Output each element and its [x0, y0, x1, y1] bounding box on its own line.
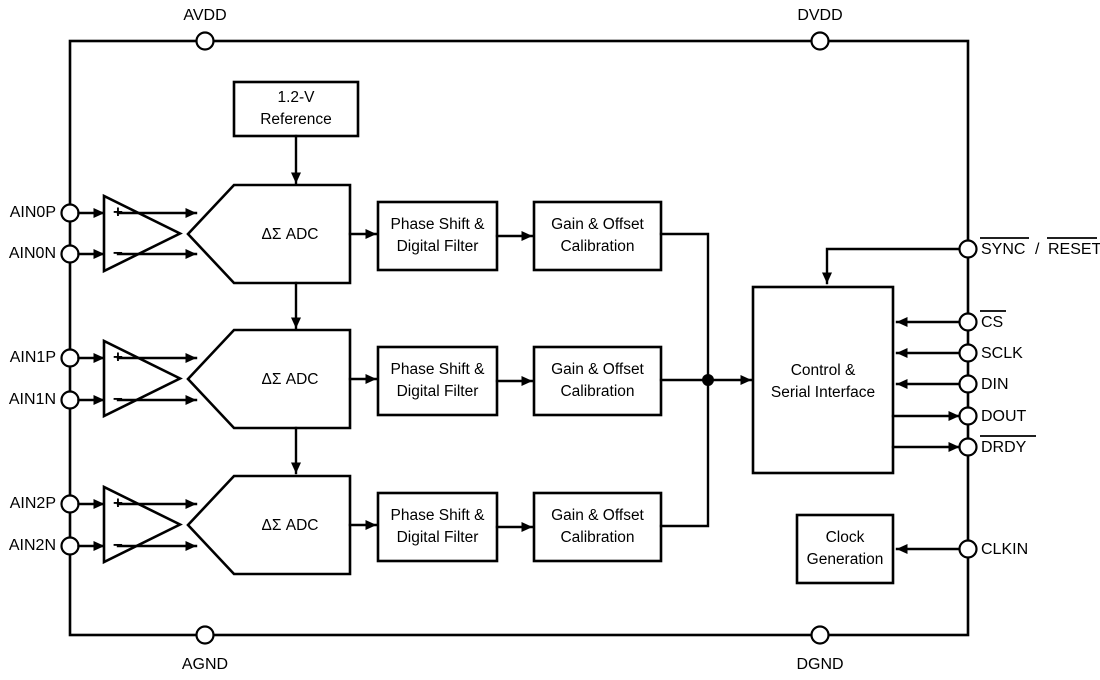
reset-label: RESET: [1048, 241, 1100, 258]
din-pin-circle[interactable]: [958, 374, 978, 394]
dvdd-label: DVDD: [797, 7, 842, 24]
ain0p-label: AIN0P: [10, 204, 56, 221]
wire-cal0-to-bus: [659, 232, 710, 382]
control-serial-interface-block[interactable]: [751, 285, 895, 475]
agnd-pin-circle[interactable]: [195, 625, 215, 645]
clkin-pin-circle[interactable]: [958, 539, 978, 559]
cal1-label-line2: Calibration: [560, 383, 634, 400]
cal2-label-line1: Gain & Offset: [551, 507, 644, 524]
sync-reset-label-group: SYNC / RESET: [980, 237, 1100, 258]
sync-reset-separator: /: [1035, 241, 1040, 258]
reference-label-line1: 1.2-V: [277, 89, 315, 106]
cal0-label-line1: Gain & Offset: [551, 216, 644, 233]
dout-pin-circle[interactable]: [958, 406, 978, 426]
control-label-line2: Serial Interface: [771, 384, 875, 401]
clock-label-line1: Clock: [826, 529, 865, 546]
dout-label: DOUT: [981, 408, 1027, 425]
calibration-block-2[interactable]: [532, 491, 663, 563]
adc-1[interactable]: [186, 328, 352, 430]
filter-block-0[interactable]: [376, 200, 499, 272]
clock-label-line2: Generation: [807, 551, 884, 568]
sclk-label: SCLK: [981, 345, 1023, 362]
dgnd-label: DGND: [796, 656, 843, 673]
amplifier-2[interactable]: [102, 484, 183, 565]
ain0n-label: AIN0N: [9, 245, 56, 262]
filter2-label-line2: Digital Filter: [397, 529, 479, 546]
dgnd-pin-circle[interactable]: [810, 625, 830, 645]
ain2p-pin-circle[interactable]: [60, 494, 80, 514]
dvdd-pin-circle[interactable]: [810, 31, 830, 51]
cs-label: CS: [981, 314, 1003, 331]
calibration-block-1[interactable]: [532, 345, 663, 417]
ain1p-pin-circle[interactable]: [60, 348, 80, 368]
cal0-label-line2: Calibration: [560, 238, 634, 255]
avdd-label: AVDD: [183, 7, 226, 24]
ain0n-pin-circle[interactable]: [60, 244, 80, 264]
filter1-label-line2: Digital Filter: [397, 383, 479, 400]
amplifier-0[interactable]: [102, 193, 183, 274]
filter0-label-line2: Digital Filter: [397, 238, 479, 255]
sync-reset-pin-circle[interactable]: [958, 239, 978, 259]
clock-generation-block[interactable]: [795, 513, 895, 585]
calibration-block-0[interactable]: [532, 200, 663, 272]
filter0-label-line1: Phase Shift &: [391, 216, 486, 233]
ain1n-pin-circle[interactable]: [60, 390, 80, 410]
cal1-label-line1: Gain & Offset: [551, 361, 644, 378]
ain1p-label: AIN1P: [10, 349, 56, 366]
filter-block-1[interactable]: [376, 345, 499, 417]
adc-0[interactable]: [186, 183, 352, 285]
filter1-label-line1: Phase Shift &: [391, 361, 486, 378]
adc0-label: ΔΣ ADC: [262, 226, 319, 243]
filter-block-2[interactable]: [376, 491, 499, 563]
agnd-label: AGND: [182, 656, 228, 673]
clkin-label: CLKIN: [981, 541, 1028, 558]
control-label-line1: Control &: [791, 362, 856, 379]
adc-2[interactable]: [186, 474, 352, 576]
reference-label-line2: Reference: [260, 111, 332, 128]
data-bus-junction: [702, 374, 714, 386]
device-boundary: [68, 39, 970, 637]
wire-cal2-to-bus: [659, 378, 710, 528]
ain1n-label: AIN1N: [9, 391, 56, 408]
cal2-label-line2: Calibration: [560, 529, 634, 546]
amplifier-1[interactable]: [102, 338, 183, 419]
wire-syncreset-to-control: [822, 247, 961, 285]
drdy-pin-circle[interactable]: [958, 437, 978, 457]
sclk-pin-circle[interactable]: [958, 343, 978, 363]
adc2-label: ΔΣ ADC: [262, 517, 319, 534]
sync-label: SYNC: [981, 241, 1025, 258]
din-label: DIN: [981, 376, 1009, 393]
avdd-pin-circle[interactable]: [195, 31, 215, 51]
filter2-label-line1: Phase Shift &: [391, 507, 486, 524]
ain2p-label: AIN2P: [10, 495, 56, 512]
drdy-label: DRDY: [981, 439, 1027, 456]
adc1-label: ΔΣ ADC: [262, 371, 319, 388]
cs-pin-circle[interactable]: [958, 312, 978, 332]
ain0p-pin-circle[interactable]: [60, 203, 80, 223]
ain2n-pin-circle[interactable]: [60, 536, 80, 556]
ain2n-label: AIN2N: [9, 537, 56, 554]
